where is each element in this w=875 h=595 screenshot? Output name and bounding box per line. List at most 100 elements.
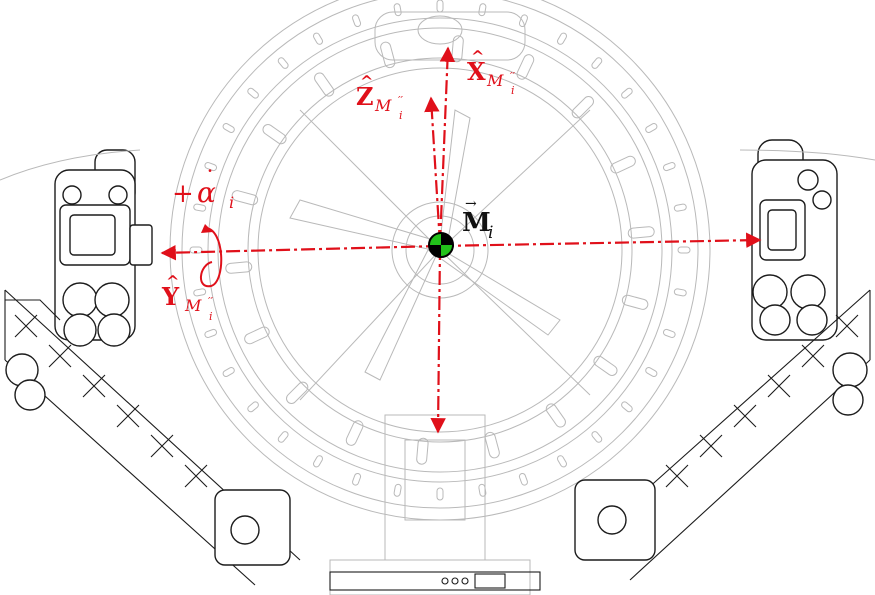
rotation-indicator — [200, 224, 223, 288]
lattice-cross — [733, 404, 757, 428]
y-axis-label: Y ^ M ′′ i — [161, 272, 213, 323]
ring-hole — [225, 261, 253, 274]
ring-slot — [557, 455, 567, 468]
svg-text:^: ^ — [471, 47, 484, 66]
lattice-cross — [801, 344, 825, 368]
neg-y-axis-arrow — [439, 232, 762, 248]
ring-slot — [204, 328, 218, 338]
ring-slot — [673, 288, 687, 297]
y-axis-arrow — [160, 244, 441, 261]
ring-hole — [314, 72, 335, 97]
right-motor-bracket — [751, 139, 838, 341]
ring-slot — [393, 3, 402, 17]
ring-hole — [380, 41, 396, 69]
center-marker-icon — [428, 232, 454, 258]
ring-slot — [673, 203, 687, 212]
svg-text:i: i — [488, 223, 493, 243]
ring-slot — [518, 472, 528, 486]
ring-hole — [244, 326, 270, 345]
ring-slot — [313, 455, 324, 468]
guard-bottom-mount — [329, 414, 531, 595]
svg-text:M: M — [462, 208, 491, 238]
x-axis-arrow — [438, 46, 456, 245]
svg-text:i: i — [209, 310, 213, 323]
bottom-board — [329, 571, 541, 591]
ring-slot — [591, 57, 603, 69]
svg-text:Z: Z — [356, 82, 374, 111]
guard-top-clip — [374, 11, 526, 61]
ring-hole — [286, 381, 309, 404]
lattice-cross — [767, 374, 791, 398]
svg-text:+: + — [172, 179, 194, 209]
ring-slot — [193, 203, 207, 212]
neg-z-axis-arrow — [430, 245, 446, 434]
ring-slot — [645, 367, 658, 377]
svg-text:′′: ′′ — [208, 295, 213, 308]
ring-slot — [662, 162, 676, 172]
ring-slot — [677, 246, 691, 254]
lattice-cross — [835, 314, 859, 338]
svg-text:Y: Y — [161, 282, 180, 311]
lattice-cross — [184, 464, 208, 488]
svg-text:^: ^ — [166, 272, 179, 291]
ring-slot — [222, 123, 235, 133]
lattice-cross — [150, 434, 174, 458]
ring-slot — [277, 431, 289, 443]
left-frame-arm — [4, 289, 301, 586]
svg-text:′′: ′′ — [398, 94, 403, 107]
ring-hole — [262, 124, 287, 145]
z-axis-arrow — [424, 96, 442, 245]
ring-slot — [621, 87, 633, 99]
ring-slot — [277, 57, 289, 69]
ring-slot — [204, 162, 218, 172]
center-label: M → i — [462, 196, 493, 243]
rotation-label: + α ˙ i — [172, 166, 234, 212]
lattice-cross — [699, 434, 723, 458]
ring-hole — [231, 190, 259, 206]
ring-slot — [621, 401, 633, 413]
svg-text:i: i — [399, 109, 403, 122]
lattice-cross — [48, 344, 72, 368]
ring-slot — [352, 472, 362, 486]
ring-slot — [645, 123, 658, 133]
ring-slot — [247, 401, 259, 413]
ring-hole — [593, 355, 618, 376]
ring-slot — [557, 32, 567, 45]
svg-text:i: i — [511, 84, 515, 97]
ring-slot — [393, 483, 402, 497]
ring-hole — [345, 420, 364, 446]
axis-lines — [160, 46, 762, 434]
ring-hole — [484, 431, 500, 459]
svg-text:i: i — [229, 193, 234, 212]
lattice-cross — [82, 374, 106, 398]
ring-hole — [516, 54, 535, 80]
svg-text:α: α — [197, 176, 216, 209]
lattice-cross — [14, 314, 38, 338]
ring-slot — [518, 14, 528, 28]
svg-text:′′: ′′ — [510, 70, 515, 83]
lattice-cross — [116, 404, 140, 428]
svg-text:M: M — [184, 296, 202, 315]
ring-hole — [610, 155, 636, 174]
svg-text:M: M — [486, 71, 504, 90]
svg-text:˙: ˙ — [204, 166, 216, 194]
z-axis-label: Z ^ M ′′ i — [356, 72, 403, 122]
left-motor-bracket — [54, 149, 153, 347]
ring-hole — [621, 294, 649, 310]
ring-slot — [478, 3, 487, 17]
ring-slot — [352, 14, 362, 28]
ring-slot — [313, 32, 323, 45]
ring-slot — [247, 87, 259, 99]
svg-text:X: X — [467, 57, 486, 86]
svg-text:^: ^ — [360, 72, 373, 91]
ring-hole — [545, 403, 566, 428]
ring-slot — [222, 367, 235, 378]
ring-slot — [662, 328, 676, 338]
x-axis-label: X ^ M ′′ i — [467, 47, 515, 97]
ring-slot — [436, 0, 444, 13]
svg-text:→: → — [465, 196, 477, 212]
ring-slot — [436, 487, 444, 501]
ring-slot — [591, 431, 603, 443]
lattice-cross — [665, 464, 689, 488]
